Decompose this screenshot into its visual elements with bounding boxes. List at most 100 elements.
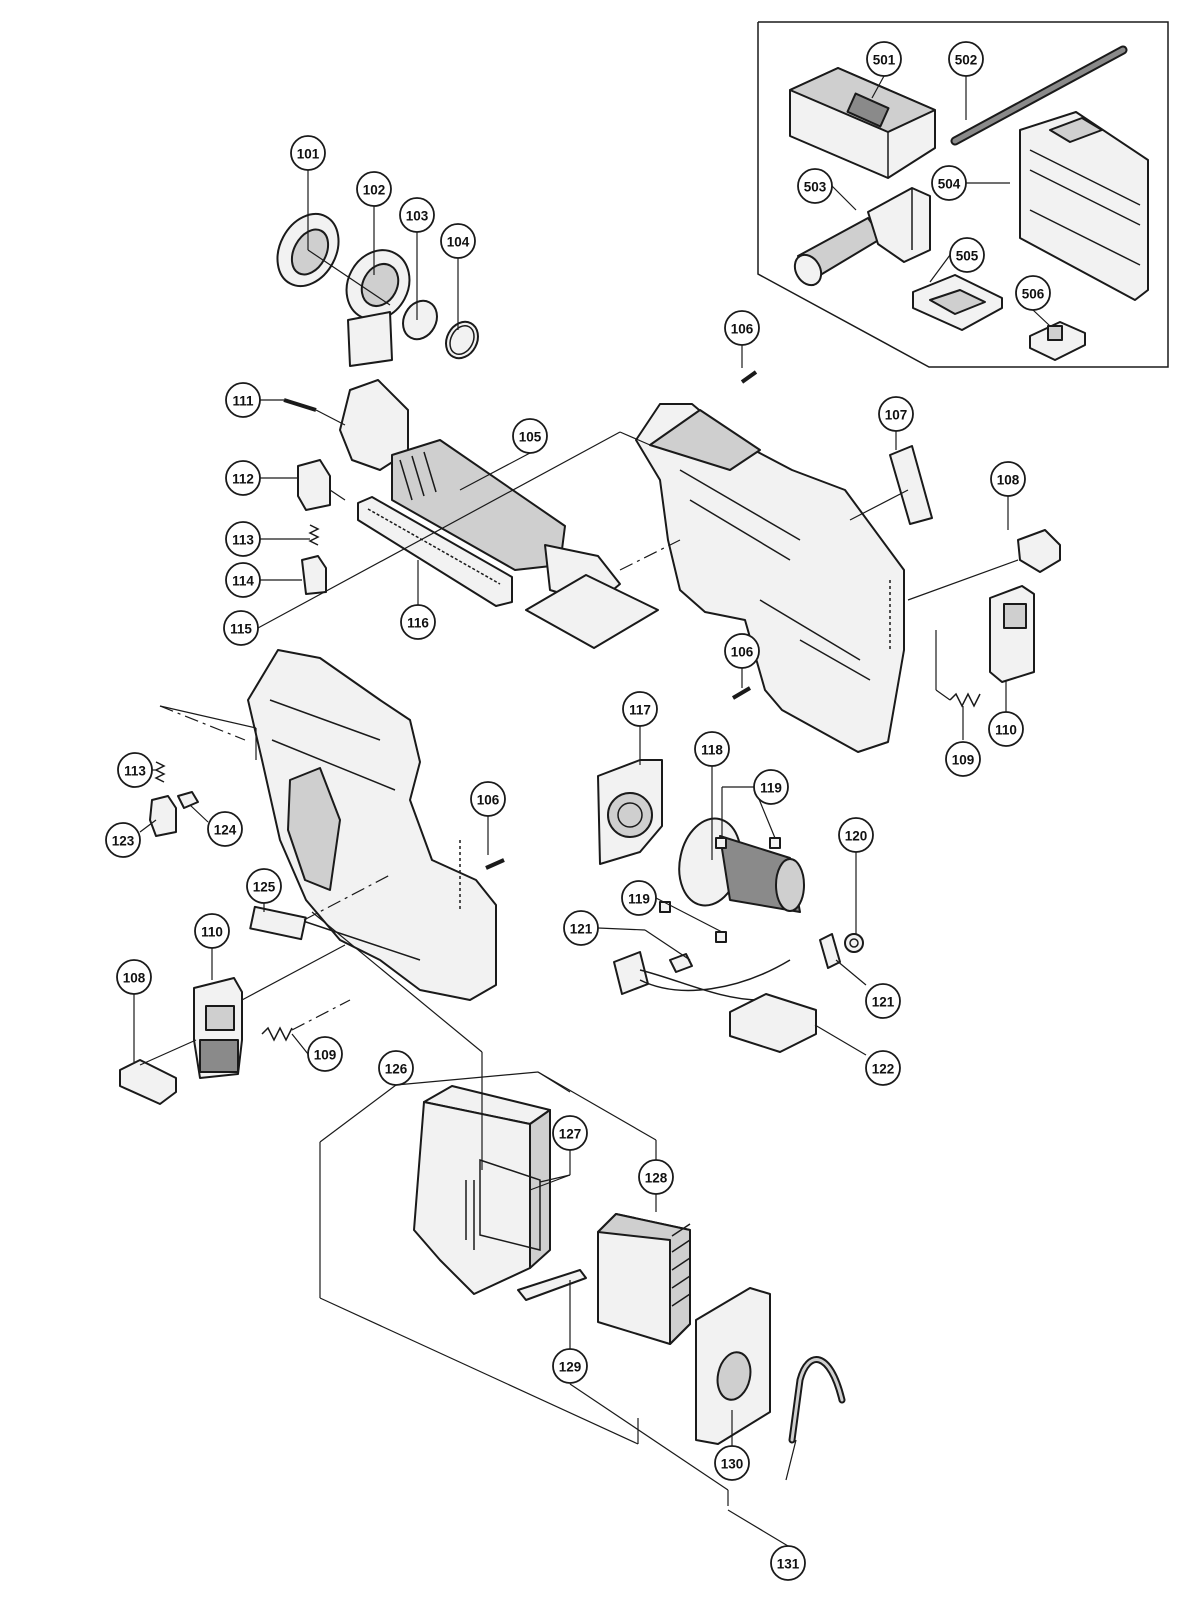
callout-121-left: 121 [563, 910, 599, 946]
callout-103: 103 [399, 197, 435, 233]
part-506-cap [1029, 321, 1086, 361]
part-501-charger [789, 67, 936, 179]
callout-109-right: 109 [945, 741, 981, 777]
part-123-latch [149, 795, 177, 837]
part-109-spring-right [949, 692, 981, 708]
svg-text:128: 128 [645, 1171, 668, 1186]
callout-118: 118 [694, 731, 730, 767]
callout-506: 506 [1015, 275, 1051, 311]
part-102-nozzle [345, 249, 411, 367]
callout-112: 112 [225, 460, 261, 496]
svg-text:504: 504 [938, 177, 961, 192]
callout-121-right: 121 [865, 983, 901, 1019]
svg-text:109: 109 [314, 1048, 337, 1063]
svg-text:108: 108 [123, 971, 146, 986]
callout-110-left: 110 [194, 913, 230, 949]
svg-text:112: 112 [232, 472, 254, 487]
svg-text:122: 122 [872, 1062, 895, 1077]
svg-text:110: 110 [995, 723, 1017, 738]
svg-text:502: 502 [955, 53, 978, 68]
part-128-filter [597, 1213, 691, 1345]
callout-106-left: 106 [470, 781, 506, 817]
part-103-washer [402, 299, 438, 341]
part-105-telescopic-tube [339, 379, 659, 649]
part-113-spring-top [308, 524, 320, 546]
callout-129: 129 [552, 1348, 588, 1384]
svg-text:116: 116 [407, 616, 429, 631]
svg-text:131: 131 [777, 1557, 800, 1572]
svg-text:106: 106 [731, 322, 754, 337]
callout-113-top: 113 [225, 521, 261, 557]
svg-text:111: 111 [232, 394, 254, 409]
svg-text:109: 109 [952, 753, 975, 768]
svg-text:506: 506 [1022, 287, 1045, 302]
svg-text:113: 113 [232, 533, 254, 548]
callout-119-top: 119 [753, 769, 789, 805]
callout-504: 504 [931, 165, 967, 201]
callout-113-left: 113 [117, 752, 153, 788]
callout-114: 114 [225, 562, 261, 598]
callout-128: 128 [638, 1159, 674, 1195]
part-106-screw-mid [731, 686, 752, 700]
part-121-wiring-harness [613, 933, 841, 1001]
part-112-button [297, 459, 331, 511]
part-503-side-handle [793, 187, 931, 287]
callout-120: 120 [838, 817, 874, 853]
callout-123: 123 [105, 822, 141, 858]
part-117-fan-housing [597, 759, 663, 865]
part-124-clip [177, 791, 199, 809]
callout-116: 116 [400, 604, 436, 640]
part-125-label [249, 905, 307, 941]
callout-127: 127 [552, 1115, 588, 1151]
leader-lines [133, 75, 1051, 1547]
callout-106-top: 106 [724, 310, 760, 346]
callout-102: 102 [356, 171, 392, 207]
part-110-latch-right [989, 585, 1035, 683]
part-108-clip-right [1017, 529, 1061, 573]
part-110-latch-left [193, 977, 243, 1079]
svg-text:121: 121 [872, 995, 895, 1010]
callout-117: 117 [622, 691, 658, 727]
part-115-left-housing [247, 649, 497, 1001]
svg-text:105: 105 [519, 430, 542, 445]
callout-125: 125 [246, 868, 282, 904]
svg-text:107: 107 [885, 408, 908, 423]
svg-text:129: 129 [559, 1360, 582, 1375]
part-130-cover [695, 1287, 771, 1445]
part-109-spring-left [261, 1026, 293, 1042]
svg-text:505: 505 [956, 249, 979, 264]
svg-text:108: 108 [997, 473, 1020, 488]
part-116-rail [357, 496, 513, 607]
callout-106-mid: 106 [724, 633, 760, 669]
svg-text:123: 123 [112, 834, 135, 849]
part-129-clip [517, 1269, 587, 1301]
svg-text:115: 115 [230, 622, 252, 637]
svg-text:501: 501 [873, 53, 896, 68]
svg-text:101: 101 [297, 147, 320, 162]
part-505-bracket [912, 274, 1003, 331]
svg-text:119: 119 [760, 781, 782, 796]
svg-text:119: 119 [628, 892, 650, 907]
callout-110-right: 110 [988, 711, 1024, 747]
callout-101: 101 [290, 135, 326, 171]
part-120-bushing [844, 933, 864, 953]
part-502-depth-rod [950, 45, 1128, 146]
callout-505: 505 [949, 237, 985, 273]
callout-502: 502 [948, 41, 984, 77]
part-126-dust-box [413, 1085, 551, 1295]
svg-text:120: 120 [845, 829, 868, 844]
callout-104: 104 [440, 223, 476, 259]
part-106-screw-top [740, 370, 758, 384]
callout-109-left: 109 [307, 1036, 343, 1072]
svg-text:113: 113 [124, 764, 146, 779]
part-108-clip-left [119, 1059, 177, 1105]
callout-119-mid: 119 [621, 880, 657, 916]
svg-text:130: 130 [721, 1457, 744, 1472]
housing-right-half [635, 403, 905, 753]
svg-text:103: 103 [406, 209, 429, 224]
svg-text:106: 106 [477, 793, 500, 808]
accessories-panel [757, 21, 1169, 368]
part-106-screw-left [485, 858, 505, 870]
callout-105: 105 [512, 418, 548, 454]
